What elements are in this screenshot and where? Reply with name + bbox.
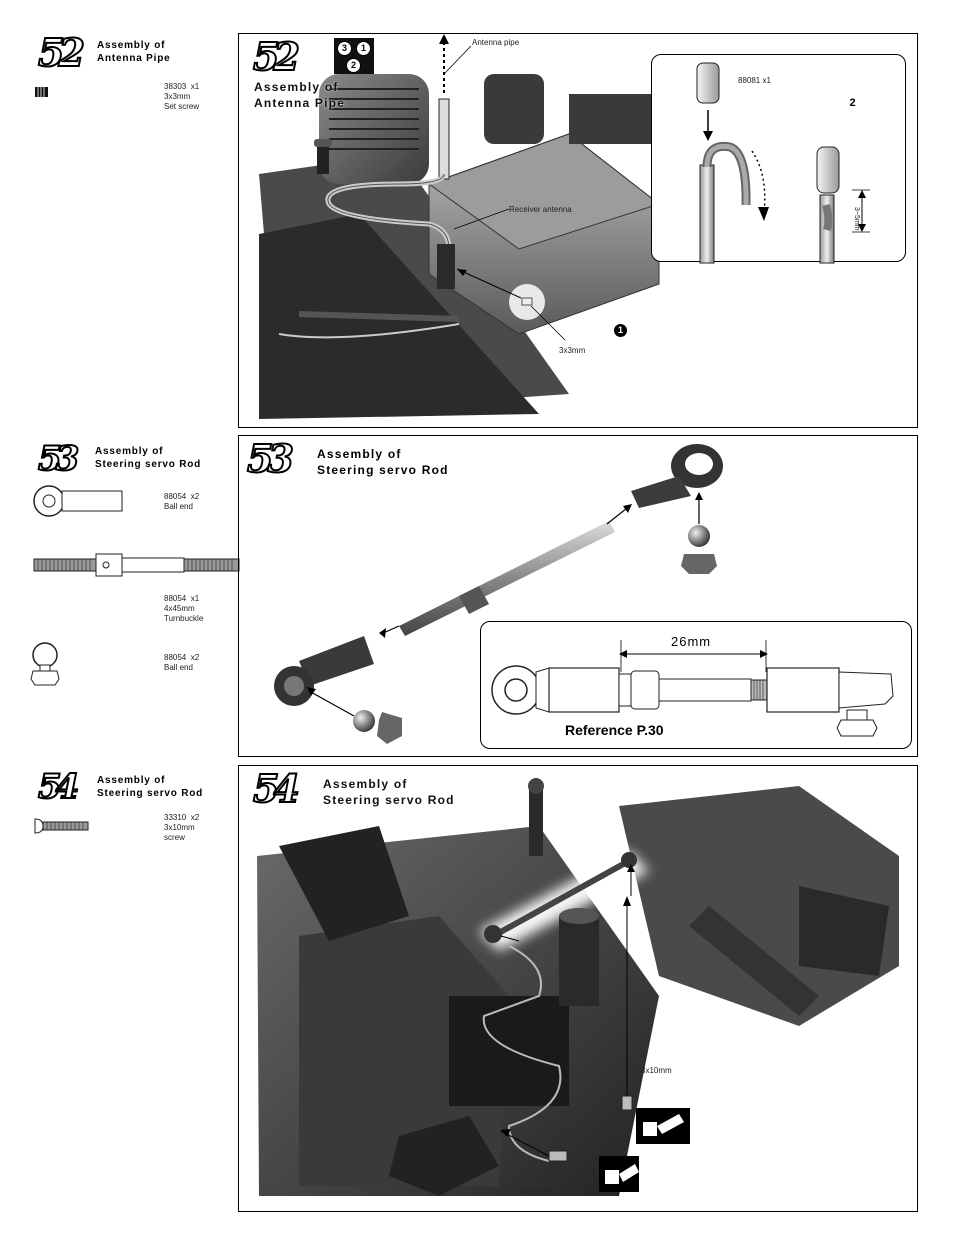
step-52-panel: 52 3 1 2 Assembly of Antenna Pipe Antenn… xyxy=(238,33,918,428)
step-52-title-line2: Antenna Pipe xyxy=(97,53,171,64)
reference-page-label: Reference P.30 xyxy=(565,722,664,738)
step-52-panel-number: 52 xyxy=(252,34,301,79)
step-54-panel-number: 54 xyxy=(252,766,301,811)
servo-rod-illustration xyxy=(274,444,723,744)
step-52-title: Assembly of Antenna Pipe xyxy=(97,39,171,65)
ball-stud-icon xyxy=(30,642,60,686)
step-1-badge: 1 xyxy=(614,324,627,337)
step-52-panel-title-line2: Antenna Pipe xyxy=(254,96,346,110)
part-88054-turnbuckle: 88054 x1 4x45mm Turnbuckle xyxy=(164,594,204,623)
step-54-number: 54 xyxy=(37,767,80,807)
turnbuckle-icon xyxy=(33,553,240,577)
order-badge-3: 3 xyxy=(337,41,352,56)
antenna-cap-inset: 88081 x1 2 3~5mm xyxy=(651,54,906,264)
step-53-panel-number: 53 xyxy=(246,436,295,481)
order-badge-group: 3 1 2 xyxy=(334,38,374,74)
screw-size-label: 3x3mm xyxy=(559,346,586,355)
step-54-title-line1: Assembly of xyxy=(97,775,166,786)
step-53-panel-title-line2: Steering servo Rod xyxy=(317,463,449,477)
screw-a-size-label: 3x10mm xyxy=(641,1066,672,1075)
step-52-number: 52 xyxy=(37,30,86,75)
part-88054-ball-end-a: 88054 x2 Ball end xyxy=(164,492,200,511)
part-88054-ball-end-b: 88054 x2 Ball end xyxy=(164,653,200,672)
antenna-pipe-label: Antenna pipe xyxy=(472,38,520,47)
step-53-title-line1: Assembly of xyxy=(95,446,164,457)
antenna-cap-diagram xyxy=(696,62,870,264)
step-54-title-line2: Steering servo Rod xyxy=(97,788,204,799)
order-badge-2: 2 xyxy=(346,58,361,73)
step-52-panel-title: Assembly of Antenna Pipe xyxy=(254,79,345,111)
antenna-pipe-illustration xyxy=(259,34,869,419)
step-54-panel-title-line1: Assembly of xyxy=(323,777,408,791)
rod-length-diagram xyxy=(491,640,894,737)
step-54-title: Assembly of Steering servo Rod xyxy=(97,774,203,800)
screw-b-size-label: 3x10mm xyxy=(519,1187,550,1196)
step-54-panel-title-line2: Steering servo Rod xyxy=(323,793,455,807)
part-38303: 38303 x1 3x3mm Set screw xyxy=(164,82,200,111)
step-52-title-line1: Assembly of xyxy=(97,40,166,51)
part-33310: 33310 x2 3x10mm screw xyxy=(164,813,200,842)
rod-length-dimension: 26mm xyxy=(671,634,712,649)
step-53-title-line2: Steering servo Rod xyxy=(95,459,202,470)
step-54-panel: 54 Assembly of Steering servo Rod 3x10mm… xyxy=(238,765,918,1212)
step-53-number: 53 xyxy=(37,439,80,479)
step-53-panel-title-line1: Assembly of xyxy=(317,447,402,461)
receiver-antenna-label: Receiver antenna xyxy=(509,205,572,214)
step-53-panel-title: Assembly of Steering servo Rod xyxy=(317,446,449,478)
gap-label: 3~5mm xyxy=(853,207,860,231)
set-screw-icon xyxy=(35,87,49,97)
cap-part-label: 88081 x1 xyxy=(738,76,771,85)
servo-rod-install-illustration xyxy=(257,778,899,1196)
order-badge-1: 1 xyxy=(356,41,371,56)
ball-end-icon xyxy=(33,485,123,517)
button-head-screw-icon xyxy=(34,818,89,834)
step-53-panel: 53 Assembly of Steering servo Rod xyxy=(238,435,918,757)
step-54-panel-title: Assembly of Steering servo Rod xyxy=(323,776,455,808)
step-53-title: Assembly of Steering servo Rod xyxy=(95,445,201,471)
reference-inset: 26mm Reference P.30 xyxy=(480,621,912,749)
step-2-badge: 2 xyxy=(846,97,859,110)
step-52-panel-title-line1: Assembly of xyxy=(254,80,339,94)
